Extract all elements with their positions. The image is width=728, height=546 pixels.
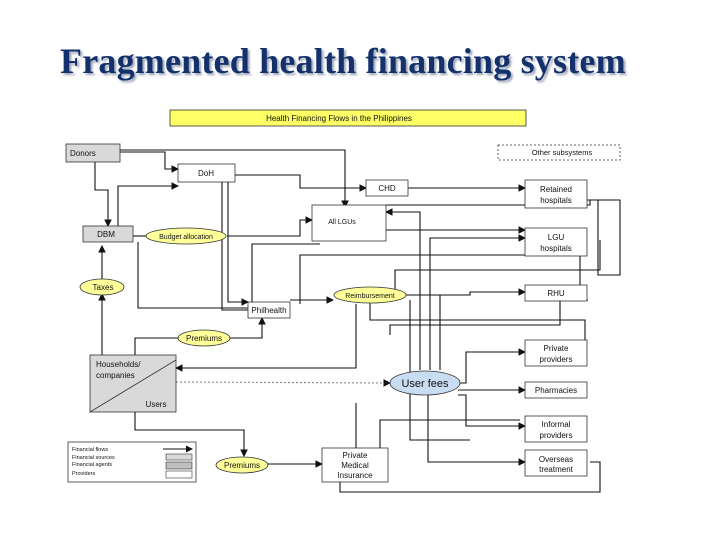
legend: Financial flows Financial sources Financ… (67, 441, 197, 483)
all-lgus-label: All LGUs (328, 219, 356, 226)
user-fees-label: User fees (401, 378, 449, 390)
overseas-treatment-label-1: Overseas (539, 455, 573, 464)
philhealth-box (247, 301, 291, 319)
rhu-box (524, 284, 588, 302)
informal-providers-box (524, 415, 588, 443)
all-lgus-box (311, 204, 387, 242)
page-title: Fragmented health financing system (60, 41, 626, 81)
doh-label: DoH (198, 169, 214, 178)
diagram-header-box (169, 109, 527, 127)
retained-hospitals-label-1: Retained (540, 185, 572, 194)
slide-bottom-margin (57, 505, 728, 546)
user-fees-oval (389, 370, 461, 396)
pharmacies-label: Pharmacies (535, 386, 577, 395)
budget-allocation-label: Budget allocation (159, 234, 213, 241)
private-medical-insurance-label-1: Private (343, 451, 368, 460)
legend-financial-agents: Financial agents (72, 462, 112, 468)
households-split-line (89, 359, 177, 413)
dbm-label: DBM (97, 230, 115, 239)
lgu-hospitals-label-1: LGU (548, 233, 565, 242)
users-label: Users (146, 400, 167, 409)
chd-label: CHD (378, 184, 396, 193)
legend-financial-sources: Financial sources (72, 455, 115, 461)
taxes-label: Taxes (93, 283, 114, 292)
pharmacies-box (524, 381, 588, 399)
private-providers-label-1: Private (544, 344, 569, 353)
legend-agent-swatch (165, 461, 193, 470)
premiums-bottom-oval (215, 456, 269, 474)
taxes-oval (79, 278, 125, 296)
diagram-header: Health Financing Flows in the Philippine… (266, 114, 412, 123)
premiums-top-label: Premiums (186, 334, 222, 343)
retained-hospitals-box (524, 179, 588, 209)
other-subsystems-label: Other subsystems (532, 148, 593, 157)
households-box (89, 354, 177, 413)
other-subsystems-box (497, 144, 621, 161)
slide-left-margin (0, 0, 57, 546)
private-medical-insurance-box (321, 447, 389, 483)
private-medical-insurance-label-3: Insurance (337, 471, 373, 480)
philhealth-label: Philhealth (251, 306, 286, 315)
retained-hospitals-label-2: hospitals (540, 196, 572, 205)
private-medical-insurance-label-2: Medical (341, 461, 369, 470)
premiums-bottom-label: Premiums (224, 461, 260, 470)
informal-providers-label-2: providers (540, 431, 573, 440)
legend-source-swatch (165, 453, 193, 461)
legend-providers: Providers (72, 471, 95, 477)
donors-label: Donors (70, 149, 96, 158)
private-providers-label-2: providers (540, 355, 573, 364)
legend-provider-swatch (165, 470, 193, 479)
private-providers-box (524, 339, 588, 367)
donors-box (65, 143, 121, 163)
overseas-treatment-box (524, 449, 588, 477)
doh-box (177, 163, 236, 183)
budget-allocation-oval (145, 227, 227, 245)
lgu-hospitals-box (524, 227, 588, 257)
informal-providers-label-1: Informal (542, 420, 571, 429)
lgu-hospitals-label-2: hospitals (540, 244, 572, 253)
dbm-box (82, 225, 134, 243)
reimbursement-oval (333, 286, 407, 304)
households-label-2: companies (96, 371, 135, 380)
overseas-treatment-label-2: treatment (539, 465, 574, 474)
premiums-top-oval (177, 329, 231, 347)
reimbursement-label: Reimbursement (345, 293, 394, 300)
legend-financial-flows: Financial flows (72, 447, 108, 453)
flow-connectors (94, 149, 621, 493)
rhu-label: RHU (547, 289, 565, 298)
households-label-1: Households/ (96, 360, 141, 369)
chd-box (365, 179, 409, 197)
